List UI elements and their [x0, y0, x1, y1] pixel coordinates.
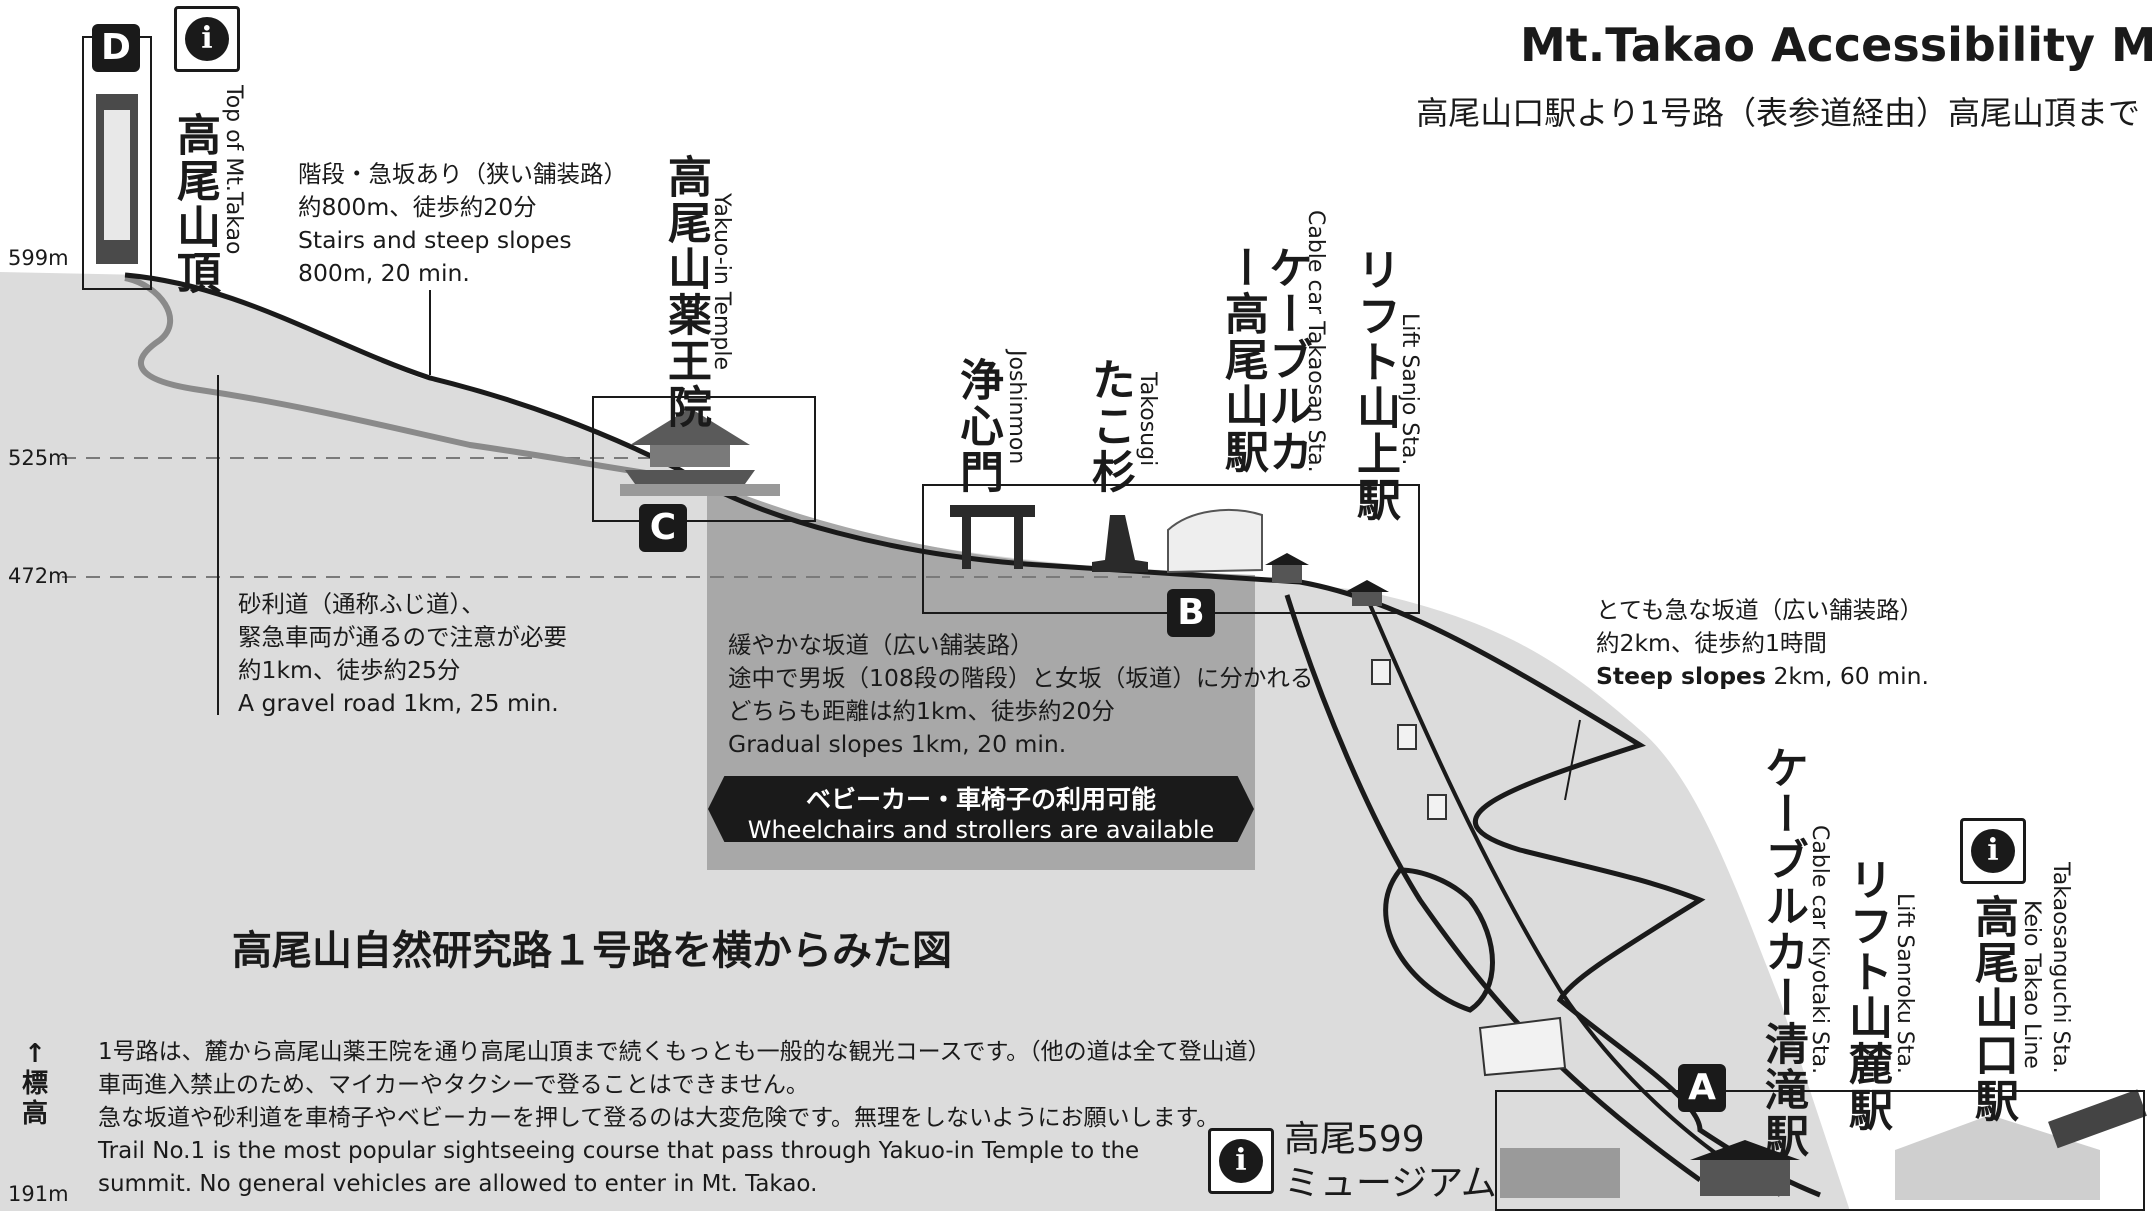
leader-steep — [1564, 719, 1581, 801]
info-icon: i — [174, 6, 240, 72]
summit-name-en: Top of Mt.Takao — [221, 85, 246, 255]
elevation-label: 525m — [8, 446, 69, 470]
lift-chair-icon — [1427, 794, 1447, 820]
gravel-trail — [124, 275, 681, 481]
cable-loop — [1383, 867, 1495, 1013]
lift-bottom-name-en: Lift Sanroku Sta. — [1892, 893, 1917, 1074]
elevation-label: 191m — [8, 1182, 69, 1206]
marker-b: B — [1167, 589, 1215, 637]
takaosanguchi-name-en1: Keio Takao Line — [2019, 900, 2044, 1069]
summit-name-jp: 高尾山頂 — [169, 112, 220, 296]
temple-frame — [592, 396, 816, 522]
joshinmon-name-jp: 浄心門 — [952, 357, 1003, 495]
a-area-frame — [1495, 1090, 2145, 1211]
cable-bottom-name-en: Cable car Kiyotaki Sta. — [1807, 825, 1832, 1075]
lift-top-name-jp: リフト山上駅 — [1349, 247, 1400, 523]
takosugi-icon — [1092, 515, 1148, 572]
cable-car-icon — [1478, 1016, 1567, 1077]
temple-icon — [620, 408, 780, 496]
cable-top-station-icon — [1167, 509, 1263, 574]
gravel-note: 砂利道（通称ふじ道）、 緊急車両が通るので注意が必要 約1km、徒歩約25分 A… — [238, 590, 567, 717]
steep-note: とても急な坂道（広い舗装路） 約2km、徒歩約1時間 Steep slopes … — [1596, 596, 1930, 690]
joshinmon-name-en: Joshinmon — [1004, 350, 1029, 465]
lift-chair-icon — [1397, 724, 1417, 750]
stairs-note: 階段・急坂あり（狭い舗装路） 約800m、徒歩約20分 Stairs and s… — [298, 160, 627, 287]
lift-chair-icon — [1371, 659, 1391, 685]
map-title: Mt.Takao Accessibility Map — [1520, 18, 2152, 72]
cable-line — [1284, 594, 1702, 1183]
cable-top-name-jp: ケーブルカー高尾山駅 — [1217, 245, 1312, 475]
takaosanguchi-name-jp: 高尾山口駅 — [1967, 894, 2018, 1124]
takaosanguchi-station-icon — [1895, 1115, 2100, 1200]
lift-hut-icon — [1345, 580, 1389, 592]
museum-name: 高尾599 ミュージアム — [1284, 1119, 1497, 1204]
lift-bottom-name-jp: リフト山麓駅 — [1841, 857, 1892, 1133]
info-icon: i — [1960, 818, 2026, 884]
takosugi-name-en: Takosugi — [1135, 372, 1160, 467]
section-title: 高尾山自然研究路１号路を横からみた図 — [232, 928, 952, 974]
temple-name-en: Yakuo-in Temple — [709, 193, 734, 371]
gradual-note: 緩やかな坂道（広い舗装路） 途中で男坂（108段の階段）と女坂（坂道）に分かれる… — [728, 631, 1314, 758]
marker-d: D — [92, 24, 140, 72]
museum-building-icon — [1500, 1148, 1620, 1198]
description: 1号路は、麓から高尾山薬王院を通り高尾山頂まで続くもっとも一般的な観光コースです… — [98, 1039, 1271, 1197]
summit-frame — [82, 36, 152, 290]
marker-a: A — [1678, 1064, 1726, 1112]
info-icon: i — [1208, 1128, 1274, 1194]
kiyotaki-station-icon — [1690, 1140, 1800, 1160]
cable-top-name-en: Cable car Takaosan Sta. — [1303, 210, 1328, 473]
takaosanguchi-name-en2: Takaosanguchi Sta. — [2048, 862, 2073, 1074]
marker-c: C — [639, 504, 687, 552]
elevation-axis-label: ↑ 標 高 — [21, 1039, 48, 1129]
map-subtitle: 高尾山口駅より1号路（表参道経由）高尾山頂まで — [1416, 94, 2140, 132]
accessibility-banner: ベビーカー・車椅子の利用可能 Wheelchairs and strollers… — [708, 776, 1254, 842]
lift-top-name-en: Lift Sanjo Sta. — [1397, 313, 1422, 466]
temple-name-jp: 高尾山薬王院 — [660, 154, 711, 430]
elevation-label: 599m — [8, 246, 69, 270]
elevation-label: 472m — [8, 564, 69, 588]
train-icon — [2048, 1089, 2147, 1149]
lift-top-hut-icon — [1265, 553, 1309, 565]
takosugi-name-jp: たこ杉 — [1084, 357, 1135, 495]
main-trail — [124, 272, 1821, 1198]
joshinmon-gate-icon — [950, 505, 1035, 569]
lift-line — [1366, 599, 1781, 1197]
